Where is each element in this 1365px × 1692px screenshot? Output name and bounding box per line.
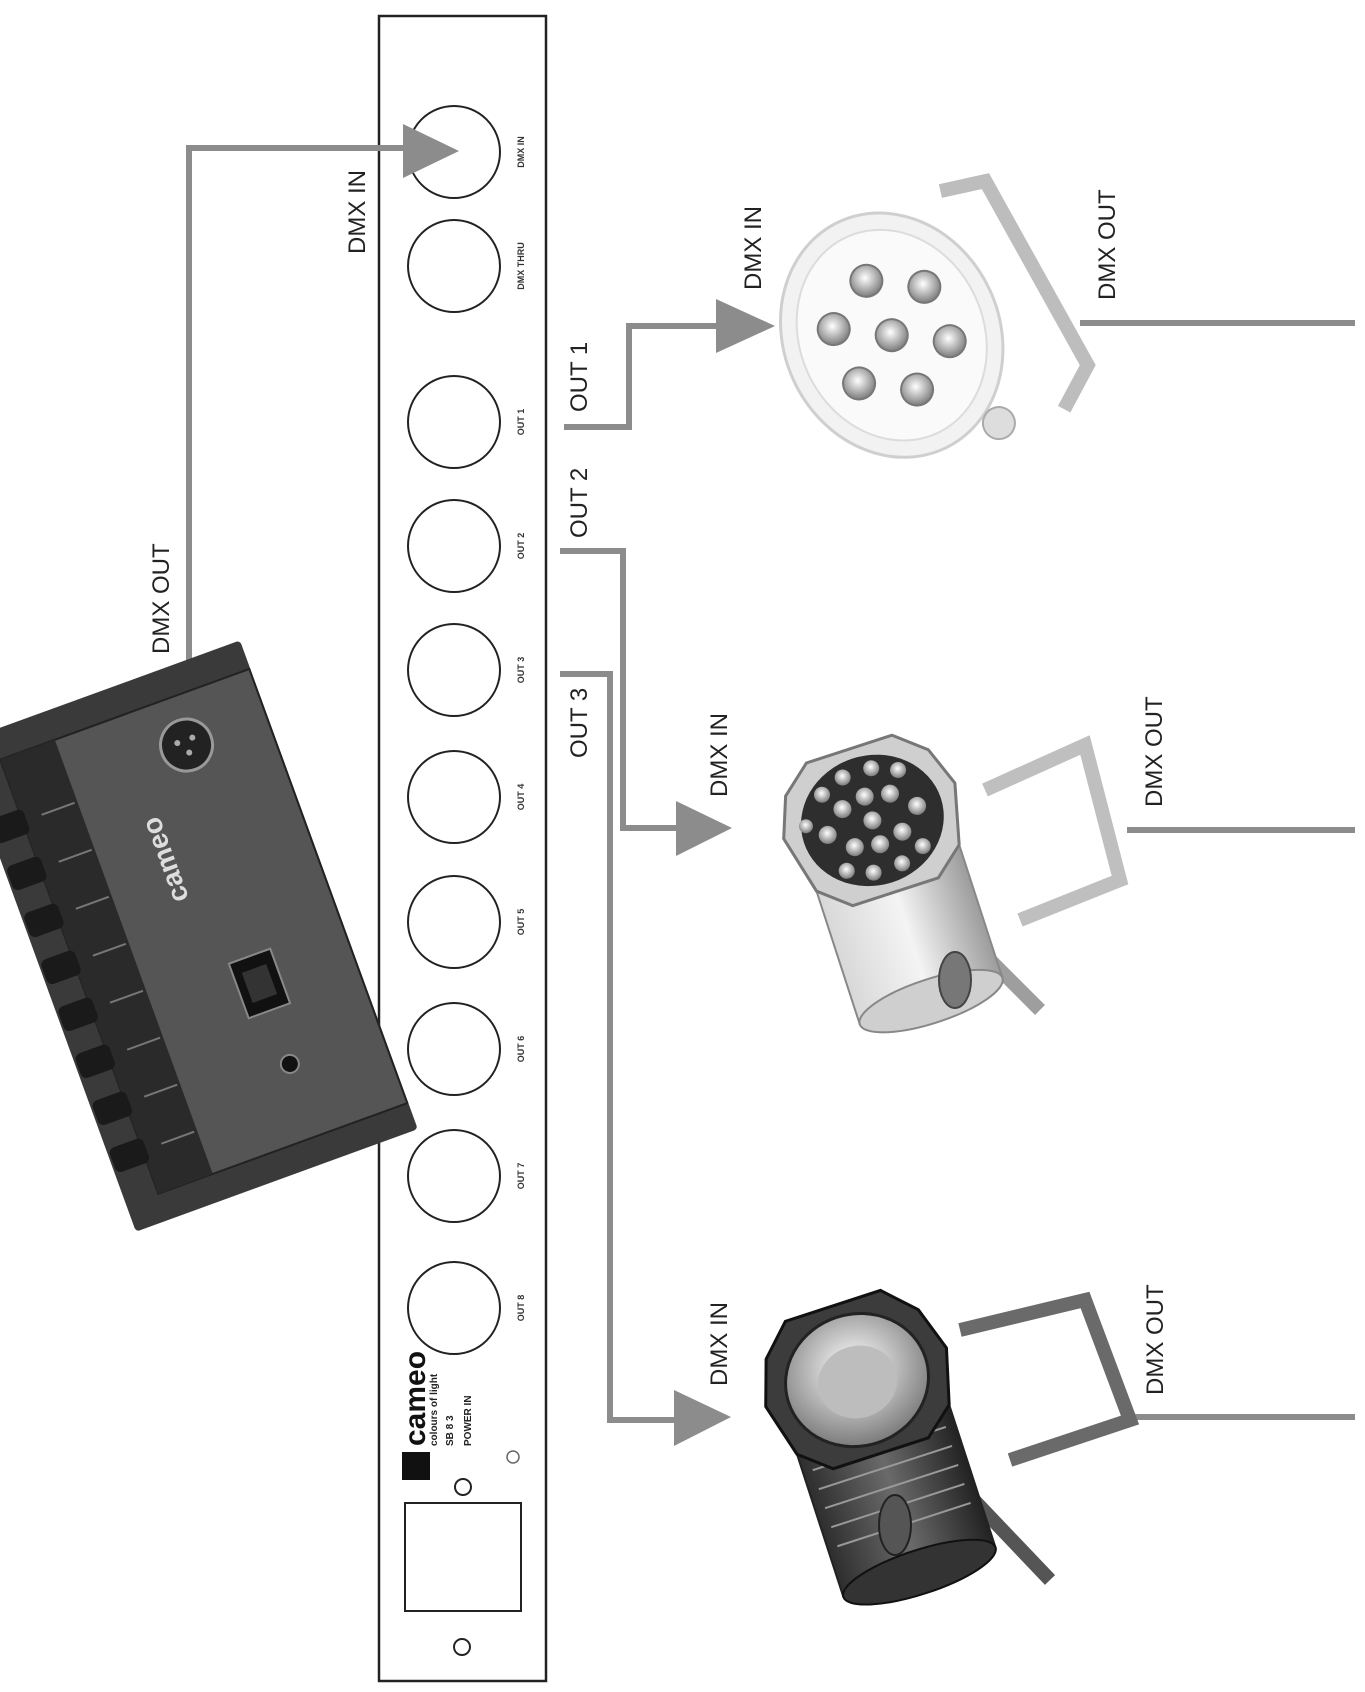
label-fixture3-dmx-out: DMX OUT [1142, 1284, 1169, 1395]
label-fixture1-dmx-in: DMX IN [740, 206, 767, 290]
port-out-6: OUT 6 [407, 1002, 526, 1096]
port-out-8: OUT 8 [407, 1261, 526, 1355]
brand-tagline: colours of light [429, 1373, 440, 1446]
label-fixture3-dmx-in: DMX IN [706, 1302, 733, 1386]
label-out-2: OUT 2 [566, 468, 593, 538]
line-out3-to-fixture3 [560, 671, 688, 1423]
controller-side [0, 739, 213, 1194]
port-dmx-thru: DMX THRU [407, 219, 526, 313]
xlr-output-icon [159, 717, 215, 773]
fixture-2-par-can [782, 733, 1129, 1034]
label-splitter-dmx-in: DMX IN [344, 170, 371, 254]
fixture-2-leds [798, 760, 931, 881]
label-fixture1-dmx-out: DMX OUT [1094, 189, 1121, 300]
port-label: OUT 8 [516, 1295, 526, 1322]
port-label: OUT 3 [516, 657, 526, 684]
splitter-panel [377, 14, 548, 1683]
fixture-1-flat-par [778, 173, 1096, 459]
arrow-to-splitter-icon [403, 124, 459, 178]
fuse-icon [453, 1638, 471, 1656]
controller-body [0, 667, 409, 1196]
port-label: OUT 1 [516, 409, 526, 436]
port-label: DMX THRU [516, 242, 526, 290]
label-fixture2-dmx-out: DMX OUT [1141, 696, 1168, 807]
label-out-3: OUT 3 [566, 688, 593, 758]
port-out-5: OUT 5 [407, 875, 526, 969]
connection-lines [186, 145, 1355, 1423]
led-icon [506, 1450, 520, 1464]
fixture-2-knob [938, 951, 972, 1009]
arrow-to-fixture2-icon [676, 801, 732, 856]
port-out-7: OUT 7 [407, 1129, 526, 1223]
label-out-1: OUT 1 [566, 342, 593, 412]
fixture-1-knob [981, 406, 1016, 441]
port-label: OUT 7 [516, 1163, 526, 1190]
controller-faders [0, 809, 150, 1172]
power-label: POWER IN [463, 1395, 474, 1446]
splitter-brand: cameo colours of light SB 8 3 POWER IN [399, 1351, 474, 1480]
fader-tracks [41, 801, 195, 1145]
brand-name: cameo [399, 1351, 432, 1446]
port-label: OUT 6 [516, 1036, 526, 1063]
power-socket [404, 1502, 522, 1612]
power-indicator-icon [454, 1478, 472, 1496]
port-label: OUT 5 [516, 909, 526, 936]
port-out-2: OUT 2 [407, 499, 526, 593]
splitter-ports: DMX IN DMX THRU OUT 1 OUT 2 OUT 3 OUT 4 [407, 105, 526, 1355]
arrow-to-fixture3-icon [674, 1390, 731, 1446]
label-fixture2-dmx-in: DMX IN [706, 713, 733, 797]
fixture-3-yoke [958, 1291, 1140, 1467]
fixture-3-knob [878, 1494, 912, 1556]
connection-labels: DMX OUT DMX IN OUT 1 OUT 2 OUT 3 DMX IN … [148, 170, 1169, 1395]
port-out-4: OUT 4 [407, 750, 526, 844]
arrowheads [403, 124, 775, 1446]
dmx-splitter: DMX IN DMX THRU OUT 1 OUT 2 OUT 3 OUT 4 [377, 14, 548, 1683]
dc-input-icon [279, 1053, 300, 1074]
fixture-3-par-can [764, 1288, 1140, 1606]
model-number: SB 8 3 [445, 1415, 456, 1446]
port-label: OUT 4 [516, 784, 526, 811]
port-label: OUT 2 [516, 533, 526, 560]
label-controller-dmx-out: DMX OUT [148, 543, 175, 654]
arrow-to-fixture1-icon [716, 299, 775, 353]
line-out1-to-fixture1 [564, 323, 720, 430]
port-out-1: OUT 1 [407, 375, 526, 469]
port-label: DMX IN [516, 136, 526, 168]
line-controller-to-splitter [186, 145, 410, 662]
fixture-2-yoke [982, 735, 1129, 927]
port-out-3: OUT 3 [407, 623, 526, 717]
fixture-1-bracket [938, 173, 1096, 413]
brand-logo-icon [402, 1452, 430, 1480]
fixture-1-leds [816, 263, 967, 407]
line-out2-to-fixture2 [560, 548, 690, 831]
dmx-controller: cameo [0, 641, 417, 1231]
